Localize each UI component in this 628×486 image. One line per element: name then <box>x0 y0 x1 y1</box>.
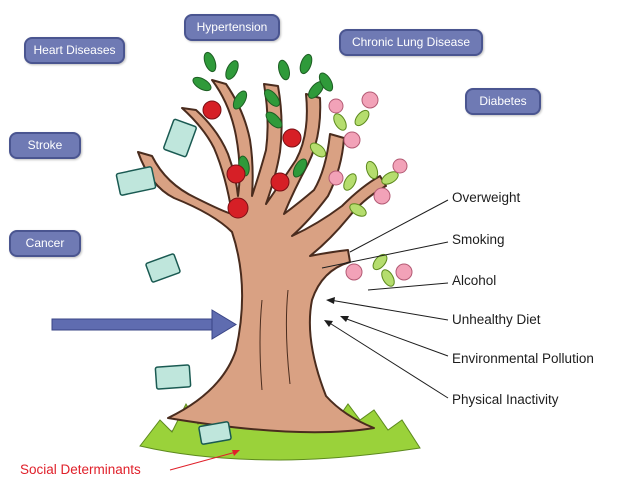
leader-lines <box>321 199 449 399</box>
disease-label: Hypertension <box>196 20 268 34</box>
disease-pill-diabetes: Diabetes <box>465 88 541 115</box>
arrow-icon <box>51 309 237 340</box>
risk-factor-overweight: Overweight <box>452 190 521 205</box>
disease-pill-stroke: Stroke <box>9 132 81 159</box>
disease-pill-cancer: Cancer <box>9 230 81 257</box>
disease-pill-heart-diseases: Heart Diseases <box>24 37 125 64</box>
risk-factor-environmental-pollution: Environmental Pollution <box>452 351 594 366</box>
disease-label: Diabetes <box>479 94 527 108</box>
risk-factor-smoking: Smoking <box>452 232 505 247</box>
leaf-icon <box>309 109 399 287</box>
blossom-icon <box>328 91 413 281</box>
social-leader-line <box>169 451 237 471</box>
risk-factor-alcohol: Alcohol <box>452 273 497 288</box>
disease-label: Chronic Lung Disease <box>351 35 471 49</box>
risk-factor-physical-inactivity: Physical Inactivity <box>452 392 559 407</box>
disease-pill-hypertension: Hypertension <box>184 14 280 41</box>
risk-factor-unhealthy-diet: Unhealthy Diet <box>452 312 541 327</box>
leader-arrowheads <box>324 297 349 327</box>
disease-label: Heart Diseases <box>33 43 116 57</box>
disease-label: Cancer <box>25 236 65 250</box>
apple-icon <box>202 100 302 219</box>
bark-lines <box>259 289 291 391</box>
banknote-icon <box>115 118 232 445</box>
leaf-icon <box>192 51 334 178</box>
disease-pill-chronic-lung-disease: Chronic Lung Disease <box>339 29 483 56</box>
social-leader-arrowhead <box>232 450 240 456</box>
social-determinants-label: Social Determinants <box>20 462 141 477</box>
disease-label: Stroke <box>27 138 63 152</box>
